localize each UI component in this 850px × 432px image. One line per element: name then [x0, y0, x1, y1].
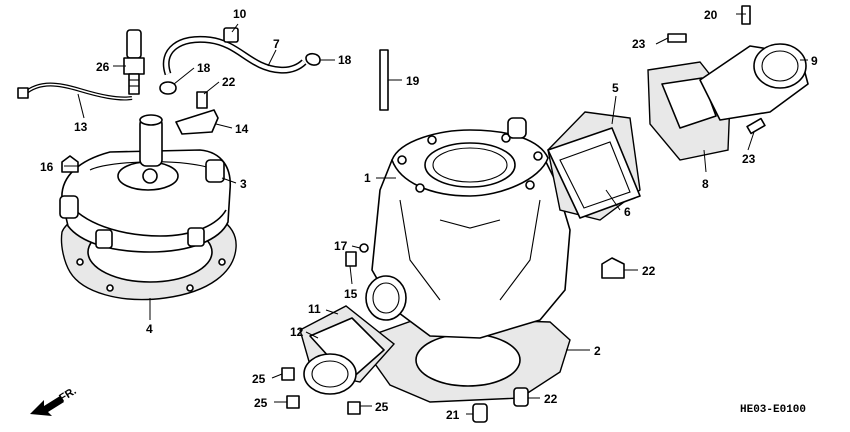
- breather-tube: [162, 27, 307, 76]
- callout-26: 26: [96, 60, 110, 74]
- callout-17: 17: [334, 239, 348, 253]
- clip-18b: [305, 52, 321, 66]
- callout-23b: 23: [742, 152, 756, 166]
- bolt-23a: [667, 33, 687, 43]
- callout-6: 6: [624, 205, 631, 219]
- callout-22b: 22: [544, 392, 558, 406]
- wire-13: [22, 82, 133, 101]
- callout-12: 12: [290, 325, 304, 339]
- callout-19: 19: [406, 74, 420, 88]
- callout-9: 9: [811, 54, 818, 68]
- callout-16: 16: [40, 160, 54, 174]
- drawing-code: HE03-E0100: [740, 404, 806, 416]
- bolt-15: [345, 251, 357, 267]
- front-direction-indicator: FR.: [30, 385, 79, 416]
- arrow-icon: [30, 396, 64, 416]
- callout-3: 3: [240, 177, 247, 191]
- callout-10: 10: [233, 7, 247, 21]
- dowel-22b: [513, 387, 529, 407]
- callout-20: 20: [704, 8, 718, 22]
- leader-lines: [64, 13, 808, 415]
- bracket-14: [175, 109, 219, 135]
- callout-14: 14: [235, 122, 249, 136]
- callout-18b: 18: [338, 53, 352, 67]
- nut-16: [61, 155, 79, 173]
- callout-8: 8: [702, 177, 709, 191]
- callout-13: 13: [74, 120, 88, 134]
- bolt-24: [196, 91, 208, 109]
- exhaust-joint: [299, 305, 396, 395]
- callout-4: 4: [146, 322, 153, 336]
- intake-gasket-window: [661, 77, 717, 129]
- bolt-25c: [347, 401, 361, 415]
- cylinder-head: [59, 114, 231, 253]
- callout-1: 1: [364, 171, 371, 185]
- callouts: 26 10 7 18 18 22 14 13 16 3 4 1 19 5 6 8…: [40, 7, 818, 422]
- callout-25c: 25: [375, 400, 389, 414]
- callout-2: 2: [594, 344, 601, 358]
- washer-17: [359, 243, 369, 253]
- nut-21: [601, 257, 625, 279]
- bolt-23b: [746, 117, 766, 135]
- wire-terminal: [17, 87, 29, 99]
- callout-15: 15: [344, 287, 358, 301]
- reed-valve: [547, 111, 641, 221]
- callout-7: 7: [273, 37, 280, 51]
- cylinder: [365, 117, 571, 339]
- callout-5: 5: [612, 81, 619, 95]
- callout-22a: 21: [446, 408, 460, 422]
- bolt-25b: [286, 395, 300, 409]
- callout-25b: 25: [254, 396, 268, 410]
- stud-19: [379, 49, 389, 111]
- callout-21: 22: [642, 264, 656, 278]
- spark-plug: [123, 29, 145, 95]
- callout-24: 22: [222, 75, 236, 89]
- bolt-20: [741, 5, 751, 25]
- dowel-22a: [472, 403, 488, 423]
- callout-11: 11: [308, 302, 321, 316]
- callout-18a: 18: [197, 61, 211, 75]
- intake-pipe: [699, 43, 809, 121]
- callout-23a: 23: [632, 37, 646, 51]
- bolt-25a: [281, 367, 295, 381]
- clip-18a: [159, 81, 177, 95]
- callout-25a: 25: [252, 372, 266, 386]
